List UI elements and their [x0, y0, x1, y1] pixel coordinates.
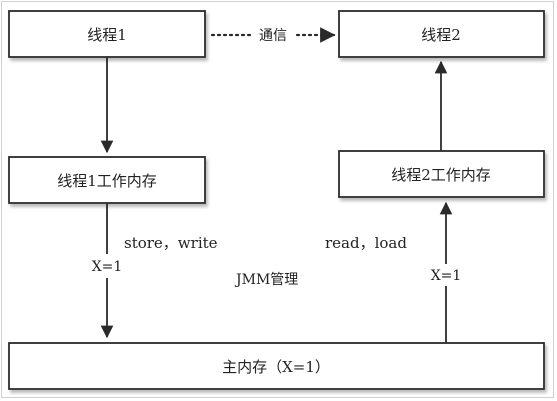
jmm-annotation: JMM管理: [234, 272, 298, 288]
communication-edge: 通信: [210, 27, 336, 44]
read-load-label: read，load: [325, 234, 407, 252]
thread1-memory-label: 线程1工作内存: [57, 172, 157, 190]
thread2-memory-node: 线程2工作内存: [338, 150, 545, 198]
read-load-edge: X=1: [431, 201, 462, 343]
right-value-label: X=1: [431, 268, 462, 284]
main-memory-label: 主内存（X=1）: [222, 358, 330, 376]
thread2-memory-label: 线程2工作内存: [391, 166, 491, 184]
left-value-label: X=1: [92, 259, 123, 275]
thread1-label: 线程1: [87, 26, 127, 44]
thread1-node: 线程1: [8, 10, 206, 58]
main-memory-node: 主内存（X=1）: [8, 342, 545, 390]
store-write-edge: X=1: [92, 203, 123, 339]
store-write-label: store，write: [124, 234, 218, 252]
thread1-memory-node: 线程1工作内存: [8, 156, 206, 204]
communication-label: 通信: [259, 28, 287, 44]
thread2-node: 线程2: [338, 10, 545, 58]
thread2-label: 线程2: [421, 26, 461, 44]
